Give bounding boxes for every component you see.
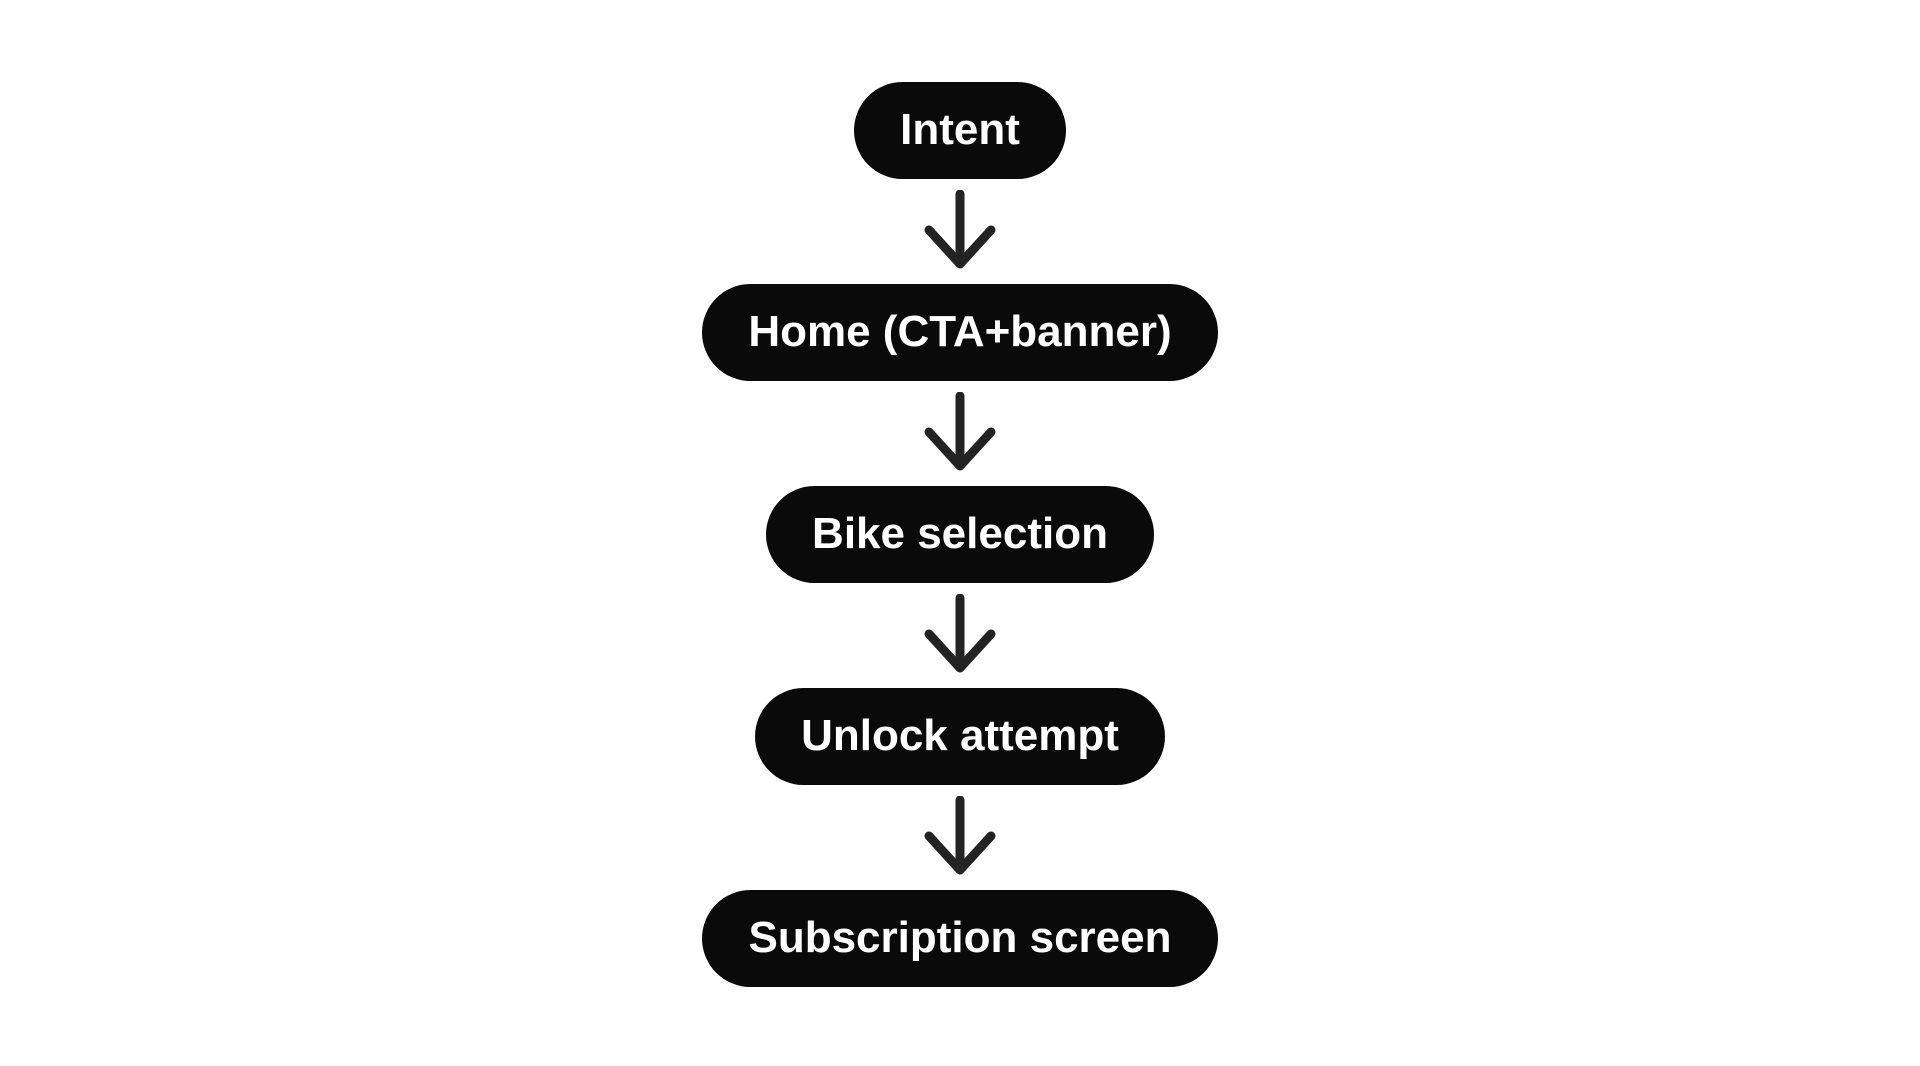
flow-node-label: Bike selection — [812, 508, 1108, 558]
flow-node-bike-selection: Bike selection — [766, 486, 1154, 583]
flow-node-label: Intent — [900, 104, 1020, 154]
flow-node-subscription-screen: Subscription screen — [702, 890, 1218, 987]
flow-node-label: Subscription screen — [748, 912, 1172, 962]
flow-edge-bike-selection-unlock-attempt — [921, 583, 999, 688]
flow-edge-intent-home — [921, 179, 999, 284]
flow-edge-home-bike-selection — [921, 381, 999, 486]
arrow-down-icon — [924, 795, 996, 874]
flow-node-label: Home (CTA+banner) — [748, 306, 1172, 356]
flow-node-label: Unlock attempt — [801, 710, 1119, 760]
flow-node-unlock-attempt: Unlock attempt — [755, 688, 1165, 785]
flow-node-home: Home (CTA+banner) — [702, 284, 1218, 381]
arrow-down-icon — [924, 391, 996, 470]
flow-node-intent: Intent — [854, 82, 1066, 179]
flow-edge-unlock-attempt-subscription-screen — [921, 785, 999, 890]
arrow-down-icon — [924, 189, 996, 268]
flowchart-column: Intent Home (CTA+banner) Bike selection — [702, 82, 1218, 987]
arrow-down-icon — [924, 593, 996, 672]
